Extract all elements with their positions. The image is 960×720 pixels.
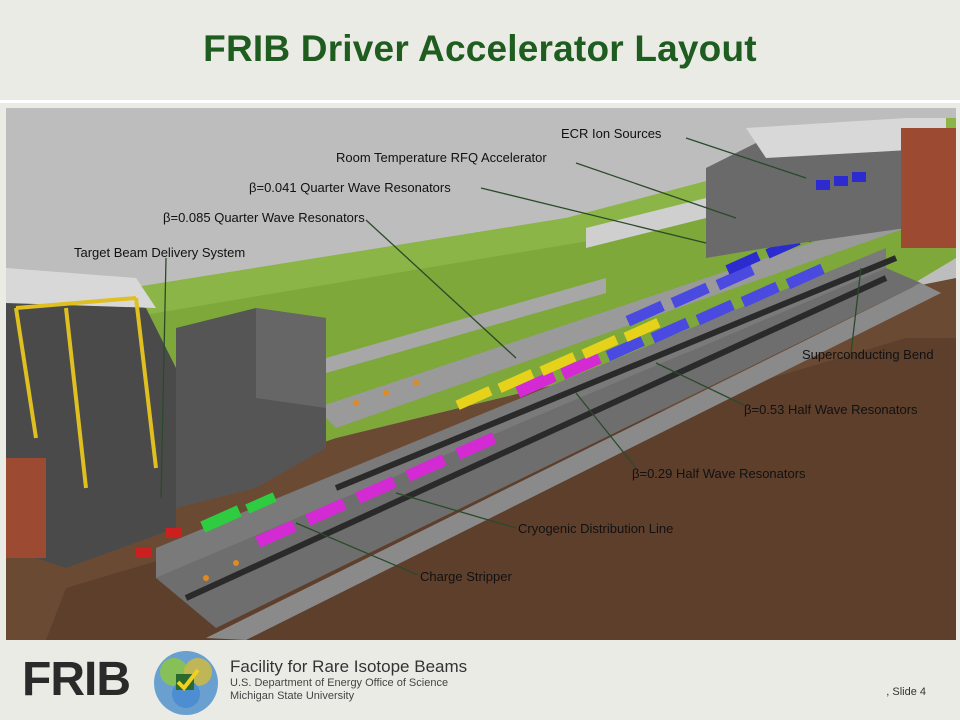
accelerator-cutaway-drawing	[6, 108, 956, 640]
frib-logo-text: FRIB	[22, 653, 131, 706]
callout-qwr-041: β=0.041 Quarter Wave Resonators	[249, 180, 451, 195]
callout-hwr-053: β=0.53 Half Wave Resonators	[744, 402, 918, 417]
callout-hwr-029: β=0.29 Half Wave Resonators	[632, 466, 806, 481]
org-line-msu: Michigan State University	[230, 690, 355, 702]
callout-rfq-accelerator: Room Temperature RFQ Accelerator	[336, 150, 547, 165]
callout-qwr-085: β=0.085 Quarter Wave Resonators	[163, 210, 365, 225]
org-name: Facility for Rare Isotope Beams	[230, 657, 468, 676]
frib-logo-icon	[154, 651, 218, 715]
slide-number: , Slide 4	[886, 686, 926, 698]
footer-bar	[0, 640, 960, 720]
callout-superconducting-bend: Superconducting Bend	[802, 347, 934, 362]
org-line-doe: U.S. Department of Energy Office of Scie…	[230, 677, 449, 689]
title-divider	[0, 100, 960, 103]
slide-title: FRIB Driver Accelerator Layout	[203, 28, 757, 69]
accelerator-illustration: ECR Ion Sources Room Temperature RFQ Acc…	[6, 108, 956, 640]
callout-cryogenic-line: Cryogenic Distribution Line	[518, 521, 674, 536]
callout-target-beam-delivery: Target Beam Delivery System	[74, 245, 246, 260]
callout-charge-stripper: Charge Stripper	[420, 569, 512, 584]
callout-ecr-ion-sources: ECR Ion Sources	[561, 126, 662, 141]
